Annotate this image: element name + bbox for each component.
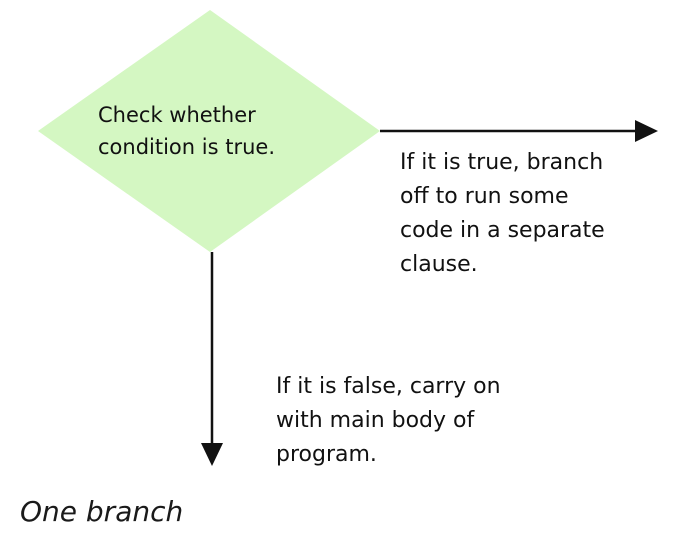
true-branch-annotation: If it is true, branch off to run some co… <box>400 146 605 282</box>
true-branch-line-text: clause. <box>400 252 478 277</box>
false-branch-line-text: program. <box>276 442 377 467</box>
false-branch-arrowhead <box>201 443 223 466</box>
false-branch-line-text: If it is false, carry on <box>276 374 501 399</box>
true-branch-arrowhead <box>635 120 658 142</box>
false-branch-line-text: with main body of <box>276 408 475 433</box>
true-branch-line-text: If it is true, branch <box>400 150 604 175</box>
decision-label-line: Check whether <box>98 103 256 127</box>
decision-label-line: condition is true. <box>98 135 275 159</box>
true-branch-line-text: off to run some <box>400 184 569 209</box>
diagram-caption: One branch <box>20 495 184 528</box>
decision-diamond <box>38 10 380 252</box>
true-branch-line-text: code in a separate <box>400 218 605 243</box>
decision-label: Check whether condition is true. <box>98 99 275 163</box>
false-branch-annotation: If it is false, carry on with main body … <box>276 370 501 472</box>
